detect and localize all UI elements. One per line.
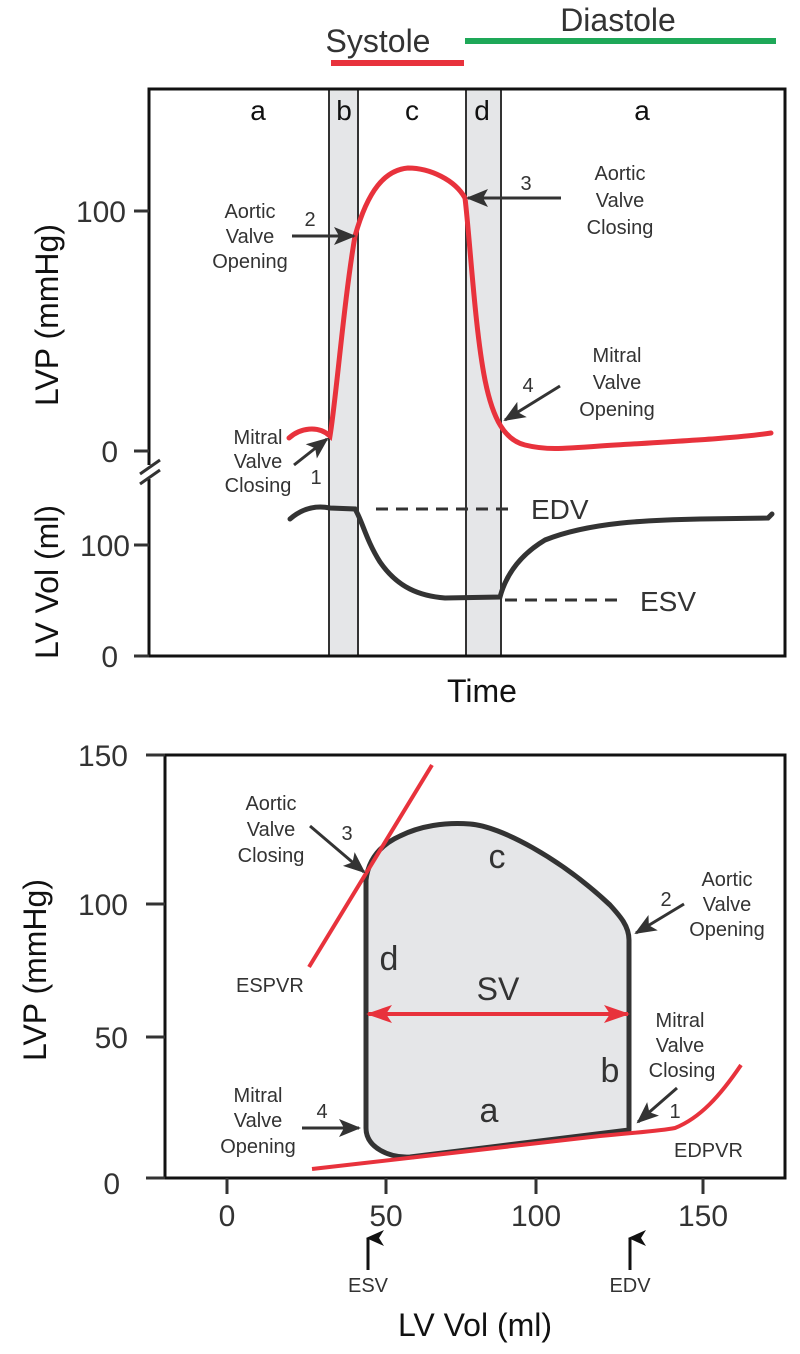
pv-annotation-3: 3 Aortic Valve Closing bbox=[238, 793, 366, 874]
svg-text:2: 2 bbox=[660, 889, 671, 911]
time-course-panel: a b c d a 100 0 100 0 LVP (mmHg) LV Vol … bbox=[29, 87, 787, 709]
svg-text:Aortic: Aortic bbox=[245, 793, 296, 815]
svg-text:Aortic: Aortic bbox=[701, 869, 752, 891]
pv-phase-d: d bbox=[380, 940, 399, 978]
systole-label: Systole bbox=[326, 23, 431, 59]
svg-text:Mitral: Mitral bbox=[234, 427, 283, 449]
pv-x-tick-0: 0 bbox=[219, 1200, 236, 1233]
svg-text:2: 2 bbox=[304, 209, 315, 231]
sv-label: SV bbox=[477, 971, 520, 1007]
top-annotation-2: 2 Aortic Valve Opening bbox=[212, 201, 356, 273]
pv-loop-panel: 150 100 50 0 0 50 100 150 LVP (mmHg) LV … bbox=[17, 740, 787, 1343]
vol-tick-0: 0 bbox=[101, 641, 118, 674]
pv-y-tick-50: 50 bbox=[95, 1022, 128, 1055]
espvr-line bbox=[307, 763, 434, 969]
edv-label: EDV bbox=[531, 494, 589, 525]
lvp-curve bbox=[286, 165, 774, 451]
svg-text:Aortic: Aortic bbox=[594, 163, 645, 185]
top-annotation-3: 3 Aortic Valve Closing bbox=[466, 163, 654, 239]
svg-text:1: 1 bbox=[669, 1101, 680, 1123]
svg-text:Closing: Closing bbox=[587, 217, 654, 239]
edv-marker-label: EDV bbox=[609, 1275, 651, 1297]
svg-text:4: 4 bbox=[316, 1101, 327, 1123]
top-annotation-1: 1 Mitral Valve Closing bbox=[225, 427, 329, 497]
svg-text:1: 1 bbox=[310, 467, 321, 489]
time-axis-title: Time bbox=[447, 673, 517, 709]
svg-text:Closing: Closing bbox=[225, 475, 292, 497]
pv-phase-c: c bbox=[489, 838, 506, 876]
svg-text:Mitral: Mitral bbox=[656, 1010, 705, 1032]
vol-tick-100: 100 bbox=[80, 530, 130, 563]
svg-text:Opening: Opening bbox=[220, 1136, 296, 1158]
phase-header: Systole Diastole bbox=[326, 2, 776, 66]
svg-text:Aortic: Aortic bbox=[224, 201, 275, 223]
phase-d-label: d bbox=[474, 95, 490, 126]
pv-annotation-2: 2 Aortic Valve Opening bbox=[634, 869, 765, 941]
svg-text:Mitral: Mitral bbox=[593, 345, 642, 367]
svg-text:Valve: Valve bbox=[234, 451, 283, 473]
lvp-axis-title: LVP (mmHg) bbox=[29, 224, 65, 406]
svg-text:Closing: Closing bbox=[649, 1060, 716, 1082]
svg-text:Valve: Valve bbox=[234, 1110, 283, 1132]
lvp-tick-100: 100 bbox=[76, 196, 126, 229]
pv-phase-a: a bbox=[480, 1092, 499, 1130]
edpvr-curve bbox=[311, 1063, 743, 1171]
phase-a2-label: a bbox=[634, 95, 650, 126]
vol-axis-title: LV Vol (ml) bbox=[29, 505, 65, 659]
edpvr-label: EDPVR bbox=[674, 1140, 743, 1162]
pv-y-axis-title: LVP (mmHg) bbox=[17, 879, 53, 1061]
phase-b-label: b bbox=[336, 95, 352, 126]
phase-c-label: c bbox=[405, 95, 419, 126]
top-frame bbox=[147, 87, 787, 658]
svg-text:Valve: Valve bbox=[656, 1035, 705, 1057]
espvr-label: ESPVR bbox=[236, 975, 304, 997]
pv-annotation-4: 4 Mitral Valve Opening bbox=[220, 1085, 361, 1158]
top-annotation-4: 4 Mitral Valve Opening bbox=[503, 345, 655, 422]
svg-text:Opening: Opening bbox=[212, 251, 288, 273]
pv-x-tick-100: 100 bbox=[511, 1200, 561, 1233]
diastole-label: Diastole bbox=[560, 2, 676, 38]
svg-text:Valve: Valve bbox=[593, 372, 642, 394]
pv-y-tick-100: 100 bbox=[78, 889, 128, 922]
band-b bbox=[329, 88, 358, 656]
esv-marker-label: ESV bbox=[348, 1275, 389, 1297]
svg-text:Valve: Valve bbox=[596, 190, 645, 212]
svg-text:Valve: Valve bbox=[703, 894, 752, 916]
bottom-frame bbox=[163, 753, 787, 1180]
pv-y-tick-150: 150 bbox=[78, 740, 128, 773]
svg-text:3: 3 bbox=[341, 823, 352, 845]
svg-text:Valve: Valve bbox=[247, 819, 296, 841]
pv-x-axis-title: LV Vol (ml) bbox=[398, 1307, 552, 1343]
esv-label: ESV bbox=[640, 586, 696, 617]
svg-text:Opening: Opening bbox=[579, 399, 655, 421]
volume-curve bbox=[287, 504, 775, 601]
svg-text:3: 3 bbox=[520, 173, 531, 195]
svg-text:Valve: Valve bbox=[226, 226, 275, 248]
pv-x-tick-150: 150 bbox=[678, 1200, 728, 1233]
pv-annotation-1: 1 Mitral Valve Closing bbox=[636, 1010, 716, 1124]
svg-text:Closing: Closing bbox=[238, 845, 305, 867]
pv-phase-b: b bbox=[601, 1052, 620, 1090]
phase-a-label: a bbox=[250, 95, 266, 126]
lvp-tick-0: 0 bbox=[101, 436, 118, 469]
svg-text:Mitral: Mitral bbox=[234, 1085, 283, 1107]
svg-text:4: 4 bbox=[522, 375, 533, 397]
pv-x-tick-50: 50 bbox=[369, 1200, 402, 1233]
svg-text:Opening: Opening bbox=[689, 919, 765, 941]
pv-y-tick-0: 0 bbox=[103, 1168, 120, 1201]
